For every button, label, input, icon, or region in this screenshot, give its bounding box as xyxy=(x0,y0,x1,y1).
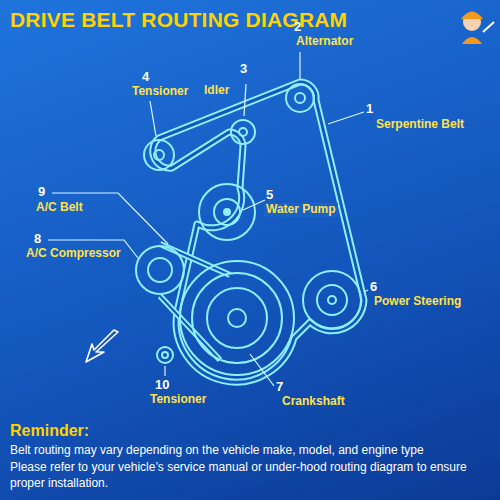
part-name: A/C Compressor xyxy=(26,247,121,261)
callout-number: 3 xyxy=(240,62,247,77)
part-name: Crankshaft xyxy=(282,395,345,409)
part-name: Power Steering xyxy=(374,295,461,309)
leader-line xyxy=(244,84,246,116)
reminder-note: Please refer to your vehicle’s service m… xyxy=(10,460,495,491)
leader-line xyxy=(150,101,156,136)
callout-number: 9 xyxy=(38,185,45,200)
worker-arm xyxy=(483,22,494,32)
callout-number: 8 xyxy=(34,232,41,247)
lower-tensioner-hub xyxy=(162,352,168,358)
part-name: Serpentine Belt xyxy=(376,118,464,132)
leader-line xyxy=(364,290,368,292)
crankshaft-pulley xyxy=(180,261,294,375)
part-name: Tensioner xyxy=(150,393,206,407)
ac-compressor-pulley xyxy=(136,246,184,294)
part-name: Alternator xyxy=(296,35,353,49)
idler-pulley xyxy=(231,120,255,144)
callout-number: 5 xyxy=(266,188,273,203)
leader-line xyxy=(164,366,165,376)
callout-number: 1 xyxy=(366,102,373,117)
part-name: A/C Belt xyxy=(36,201,83,215)
alternator-pulley xyxy=(286,84,314,112)
direction-arrow xyxy=(86,330,118,362)
lower-tensioner-pulley xyxy=(157,347,173,363)
tensioner-hub xyxy=(154,150,164,160)
worker-icon xyxy=(461,12,494,45)
reminder-note: Belt routing may vary depending on the v… xyxy=(10,443,495,459)
callout-number: 6 xyxy=(370,280,377,295)
tensioner-pulley xyxy=(144,140,174,170)
callout-number: 2 xyxy=(294,20,301,35)
crankshaft-hub xyxy=(228,309,246,327)
leader-lines xyxy=(48,52,368,386)
leader-line xyxy=(243,200,265,210)
leader-line xyxy=(299,52,300,80)
reminder-heading: Reminder: xyxy=(10,422,89,440)
water-pump-pulley xyxy=(199,184,255,240)
serpentine-belt xyxy=(153,82,364,382)
part-name: Tensioner xyxy=(132,85,188,99)
worker-hat xyxy=(461,12,483,20)
power-steering-ring xyxy=(317,285,347,315)
callout-number: 10 xyxy=(155,378,169,393)
part-name: Water Pump xyxy=(264,203,338,217)
crankshaft-inner xyxy=(207,288,267,348)
callout-number: 7 xyxy=(276,380,283,395)
leader-line xyxy=(250,354,274,386)
pulleys xyxy=(136,84,361,375)
crankshaft-ring xyxy=(192,273,282,363)
power-steering-pulley xyxy=(303,271,361,329)
water-pump-center xyxy=(224,209,230,215)
belt-outer xyxy=(153,82,364,382)
water-pump-hub xyxy=(214,199,240,225)
alternator-hub xyxy=(295,93,305,103)
power-steering-hub xyxy=(328,296,336,304)
part-name: Idler xyxy=(204,84,229,98)
ac-compressor-hub xyxy=(148,258,172,282)
leader-line xyxy=(328,112,364,124)
worker-body xyxy=(462,37,482,44)
belt-inner xyxy=(153,82,364,382)
callout-number: 4 xyxy=(142,70,149,85)
idler-hub xyxy=(239,128,247,136)
